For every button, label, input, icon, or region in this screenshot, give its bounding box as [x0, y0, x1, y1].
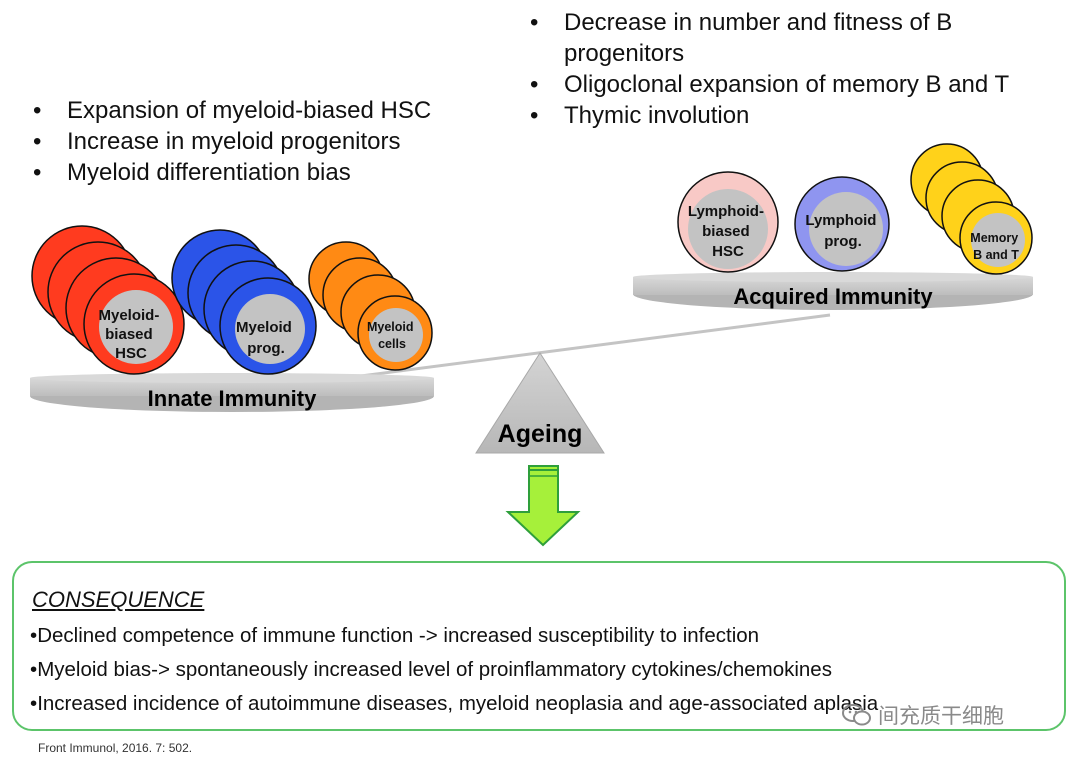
consequence-box: CONSEQUENCE Declined competence of immun…: [12, 561, 1066, 731]
citation: Front Immunol, 2016. 7: 502.: [38, 741, 193, 755]
consequence-item: Increased incidence of autoimmune diseas…: [30, 687, 878, 721]
lymphoid-hsc-label: Lymphoid- biased HSC: [688, 203, 768, 260]
watermark: 间充质干细胞: [842, 700, 1004, 730]
myeloid-hsc-label: Myeloid- biased HSC: [98, 307, 163, 362]
bullet-item: Thymic involution: [527, 100, 1072, 131]
bullet-item: Oligoclonal expansion of memory B and T: [527, 69, 1072, 100]
chat-bubbles-icon: [842, 703, 872, 727]
consequence-item: Declined competence of immune function -…: [30, 619, 878, 653]
consequence-item: Myeloid bias-> spontaneously increased l…: [30, 653, 878, 687]
memory-cells-stack: Memory B and T: [910, 143, 1033, 275]
balance-diagram: Innate Immunity Acquired Immunity Ageing…: [30, 143, 1033, 547]
bullet-item: Myeloid differentiation bias: [30, 157, 550, 188]
bullet-item: Increase in myeloid progenitors: [30, 126, 550, 157]
consequence-list: Declined competence of immune function -…: [30, 619, 878, 721]
down-arrow: [505, 465, 581, 547]
myeloid-prog-stack: Myeloid prog.: [171, 229, 317, 375]
innate-platform-label: Innate Immunity: [148, 386, 317, 411]
acquired-changes-list: Decrease in number and fitness of B prog…: [527, 7, 1072, 131]
consequence-title: CONSEQUENCE: [32, 587, 205, 612]
lymphoid-prog-label: Lymphoid prog.: [805, 212, 880, 250]
myeloid-hsc-stack: Myeloid- biased HSC: [31, 225, 185, 375]
bullet-item: Decrease in number and fitness of B prog…: [527, 7, 1072, 69]
watermark-text: 间充质干细胞: [878, 705, 1004, 728]
lymphoid-prog-cell: Lymphoid prog.: [794, 176, 890, 272]
myeloid-prog-label: Myeloid prog.: [236, 319, 296, 357]
memory-label: Memory B and T: [970, 231, 1021, 262]
innate-platform: Innate Immunity: [30, 373, 434, 412]
innate-changes-list: Expansion of myeloid-biased HSC Increase…: [30, 95, 550, 188]
lymphoid-hsc-cell: Lymphoid- biased HSC: [677, 171, 779, 273]
acquired-platform: Acquired Immunity: [633, 272, 1033, 310]
myeloid-cells-stack: Myeloid cells: [308, 241, 433, 371]
balance-beam: [329, 313, 831, 382]
bullet-item: Expansion of myeloid-biased HSC: [30, 95, 550, 126]
myeloid-cells-label: Myeloid cells: [367, 320, 417, 351]
acquired-platform-label: Acquired Immunity: [733, 284, 933, 309]
ageing-fulcrum: Ageing: [475, 352, 605, 454]
ageing-label: Ageing: [498, 420, 583, 448]
